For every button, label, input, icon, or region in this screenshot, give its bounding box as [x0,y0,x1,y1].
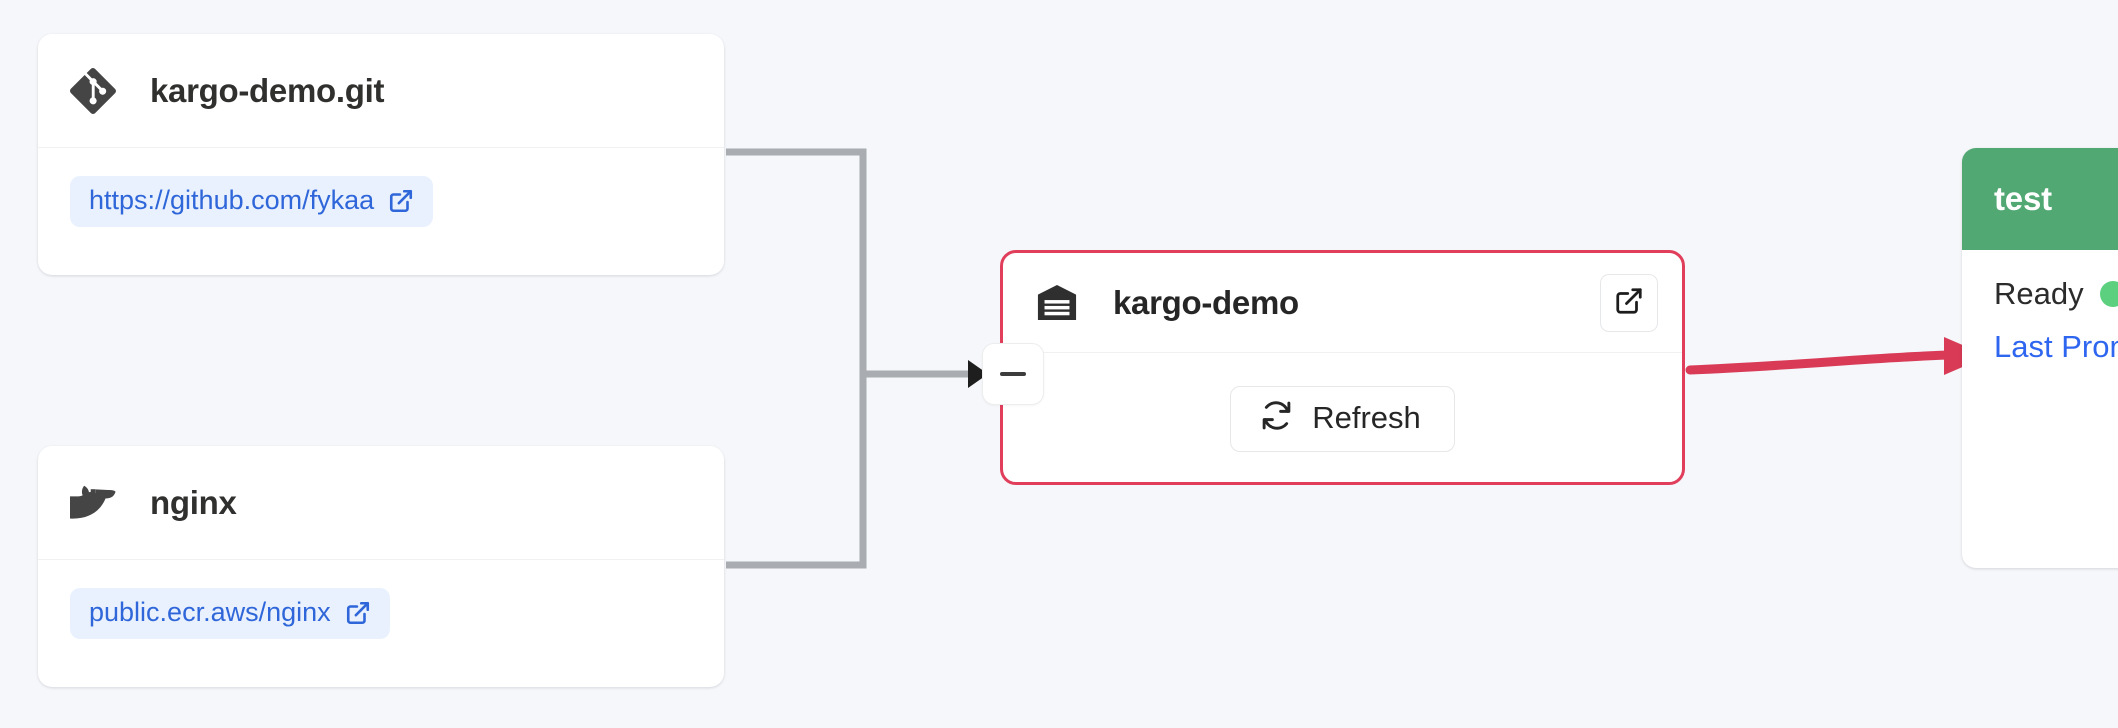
refresh-icon [1260,399,1293,437]
subscriber-card-git[interactable]: kargo-demo.git https://github.com/fykaa [38,34,724,275]
warehouse-title: kargo-demo [1113,283,1299,321]
subscriber-card-header: nginx [38,446,724,560]
external-link-icon [1614,286,1644,319]
status-dot-icon [2099,280,2118,307]
repo-url-chip[interactable]: https://github.com/fykaa [70,176,434,227]
warehouse-header: kargo-demo [1003,253,1682,353]
image-url-label: public.ecr.aws/nginx [89,597,331,627]
promotion-edge [1685,350,1955,375]
warehouse-body: Refresh [1003,353,1682,484]
subscriber-card-body: https://github.com/fykaa [38,148,724,267]
refresh-button-label: Refresh [1312,400,1421,435]
warehouse-collapse-button[interactable] [982,343,1044,405]
docker-icon [70,480,116,526]
minus-icon [1000,372,1026,376]
subscriber-card-nginx[interactable]: nginx public.ecr.aws/nginx [38,446,724,687]
warehouse-open-external-button[interactable] [1600,273,1658,332]
external-link-icon [388,188,414,214]
warehouse-node[interactable]: kargo-demo [1000,250,1685,485]
warehouse-icon [1035,281,1079,325]
subscriber-card-body: public.ecr.aws/nginx [38,560,724,679]
subscriber-edges [726,148,978,569]
repo-url-label: https://github.com/fykaa [89,185,375,215]
subscriber-title: nginx [150,483,237,521]
external-link-icon [345,600,371,626]
stage-name: test [1994,180,2052,217]
image-url-chip[interactable]: public.ecr.aws/nginx [70,588,390,639]
subscriber-title: kargo-demo.git [150,71,385,109]
stage-status-label: Ready [1994,276,2084,311]
refresh-button[interactable]: Refresh [1230,385,1455,452]
stage-body: Ready Last Promotion [1962,250,2118,362]
subscriber-card-header: kargo-demo.git [38,34,724,148]
stage-status-row: Ready [1994,278,2118,309]
stage-card-test[interactable]: test Ready Last Promotion [1962,148,2118,568]
last-promotion-link[interactable]: Last Promotion [1994,329,2118,364]
git-icon [70,67,116,114]
stage-header: test [1962,148,2118,250]
